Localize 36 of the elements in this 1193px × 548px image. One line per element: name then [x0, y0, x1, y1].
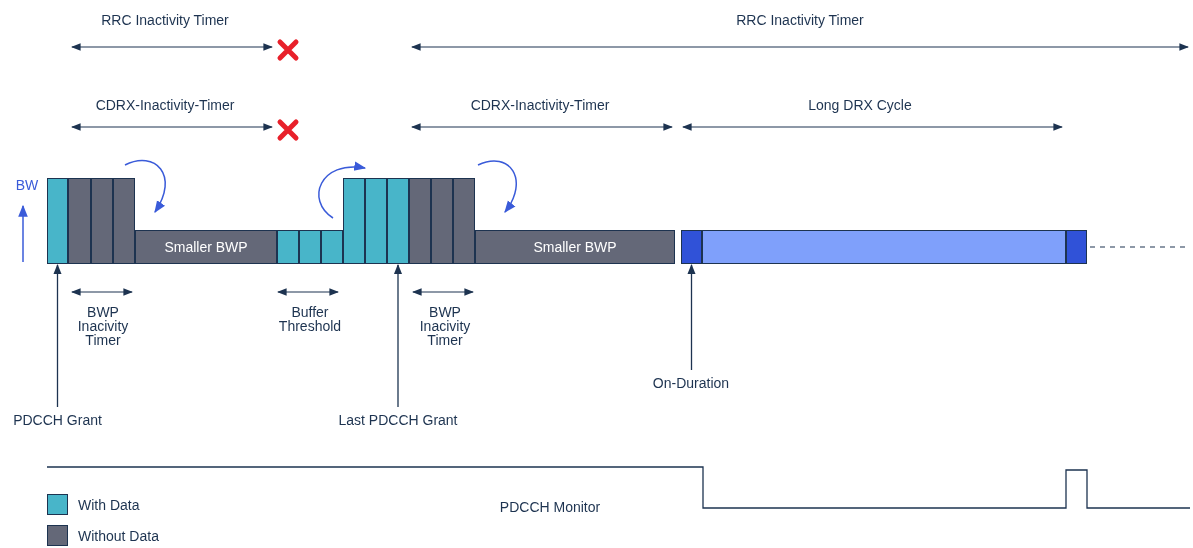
- leader-arrow: [393, 263, 403, 408]
- on-duration-block: [1066, 230, 1087, 264]
- timer-label: RRC Inactivity Timer: [101, 13, 229, 27]
- dimension-label: Buffer Threshold: [277, 305, 343, 333]
- bandwidth-part-block: Smaller BWP: [475, 230, 675, 264]
- timer-label: CDRX-Inactivity-Timer: [470, 98, 610, 112]
- time-slot-block: [68, 178, 91, 264]
- on-duration-label: On-Duration: [641, 374, 741, 392]
- time-slot-block: [113, 178, 135, 264]
- time-slot-block: [431, 178, 453, 264]
- time-slot-block: [47, 178, 68, 264]
- time-slot-block: [387, 178, 409, 264]
- grant-label: PDCCH Grant: [0, 411, 115, 429]
- on-duration-block: [681, 230, 702, 264]
- grant-label: Last PDCCH Grant: [328, 411, 468, 429]
- legend-label: Without Data: [78, 529, 159, 543]
- time-slot-block: [277, 230, 299, 264]
- time-slot-block: [299, 230, 321, 264]
- leader-arrow: [687, 263, 696, 371]
- signal-label: PDCCH Monitor: [499, 500, 601, 514]
- timer-label: Long DRX Cycle: [808, 98, 912, 112]
- time-slot-block: [453, 178, 475, 264]
- legend-label: With Data: [78, 498, 140, 512]
- time-slot-block: [365, 178, 387, 264]
- dimension-label: BWP Inacivity Timer: [418, 305, 472, 347]
- time-slot-block: [409, 178, 431, 264]
- time-slot-block: [343, 178, 365, 264]
- bandwidth-part-block: Smaller BWP: [135, 230, 277, 264]
- timer-label: RRC Inactivity Timer: [736, 13, 864, 27]
- dimension-label: BWP Inacivity Timer: [76, 305, 130, 347]
- timer-label: CDRX-Inactivity-Timer: [95, 98, 235, 112]
- sleep-period-block: [702, 230, 1066, 264]
- leader-arrow: [53, 263, 62, 408]
- axis-label: BW: [15, 178, 39, 192]
- time-slot-block: [91, 178, 113, 264]
- time-slot-block: [321, 230, 343, 264]
